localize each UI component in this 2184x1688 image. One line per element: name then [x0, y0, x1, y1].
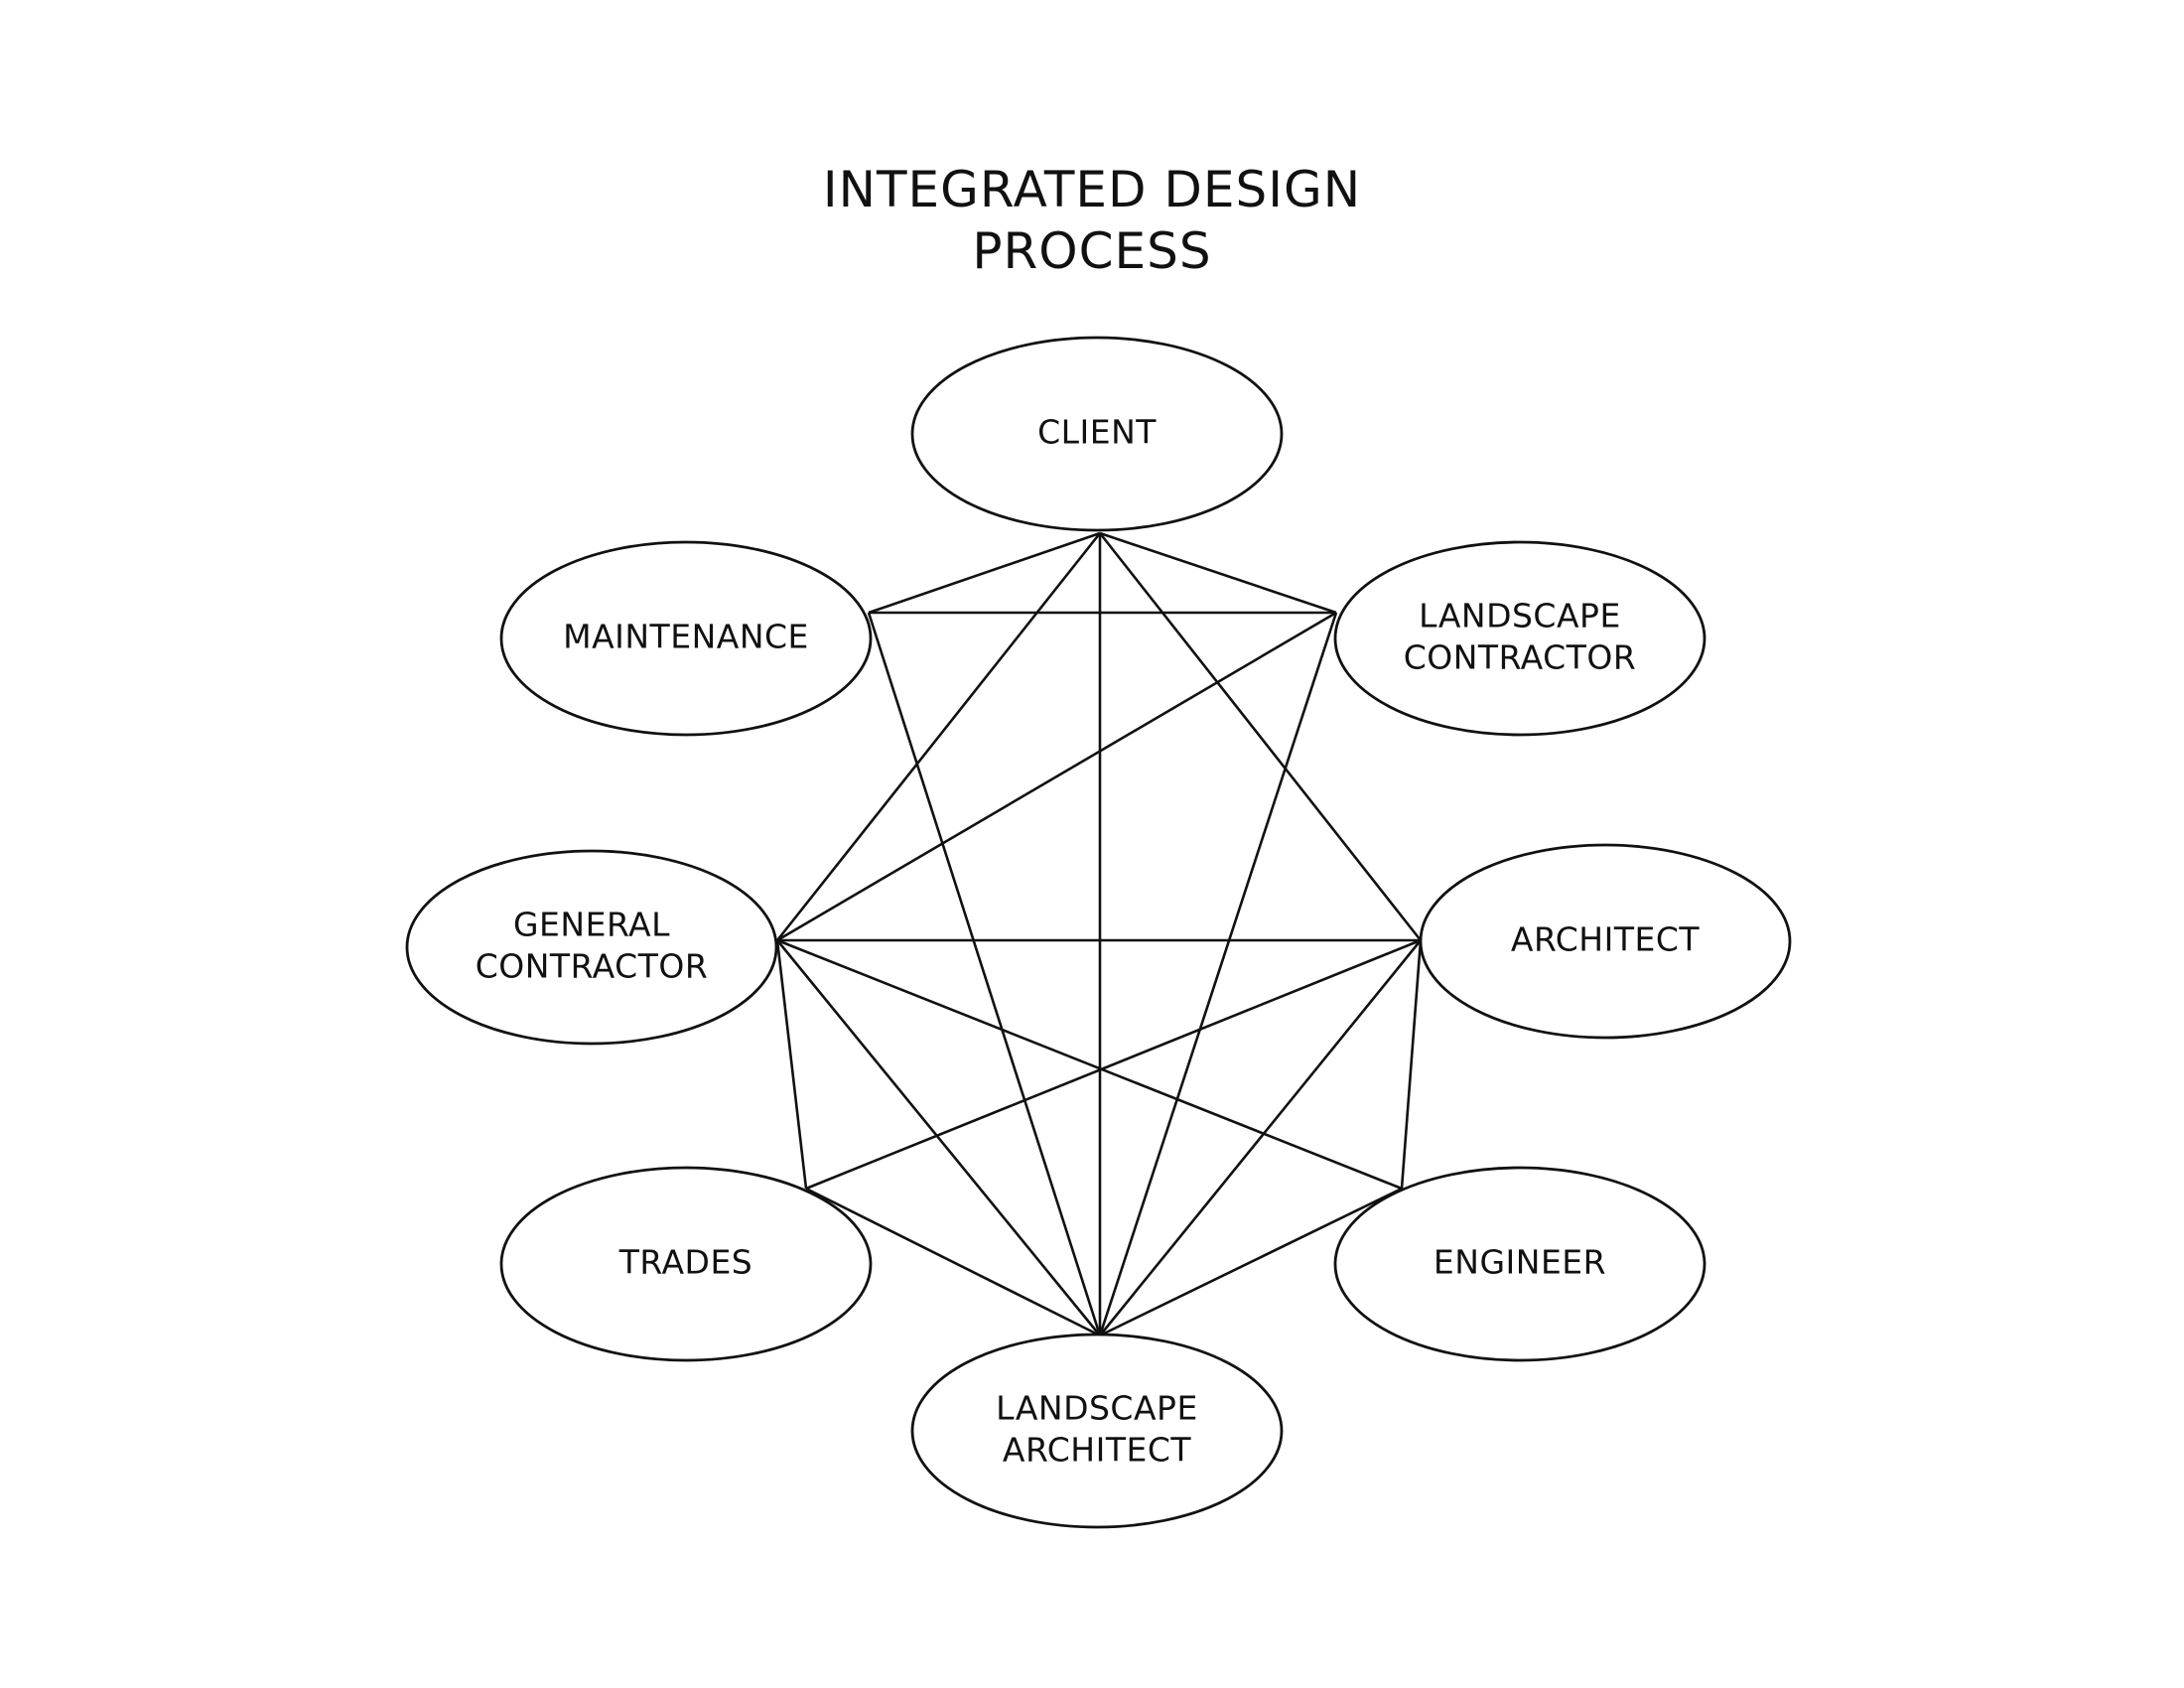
- node-label-maintenance-line-1: MAINTENANCE: [563, 618, 809, 656]
- connection-architect-to-landscape-architect: [1098, 939, 1423, 1336]
- connection-general-contractor-to-landscape-architect: [775, 939, 1102, 1336]
- connection-client-to-general-contractor: [775, 532, 1102, 941]
- connection-landscape-contractor-to-general-contractor: [776, 611, 1337, 942]
- node-label-architect-line-1: ARCHITECT: [1511, 920, 1700, 959]
- node-label-landscape-architect-line-2: ARCHITECT: [1003, 1431, 1191, 1470]
- node-label-general-contractor-line-2: CONTRACTOR: [476, 947, 709, 986]
- node-label-landscape-contractor-line-1: LANDSCAPE: [1419, 597, 1621, 635]
- node-ellipse-landscape-architect: [910, 1333, 1284, 1529]
- node-label-engineer-line-1: ENGINEER: [1433, 1243, 1606, 1282]
- node-label-landscape-architect-line-1: LANDSCAPE: [996, 1389, 1198, 1428]
- connection-architect-to-engineer: [1400, 939, 1423, 1190]
- node-label-landscape-contractor-line-2: CONTRACTOR: [1404, 638, 1637, 677]
- connection-engineer-to-landscape-architect: [1099, 1187, 1403, 1337]
- node-trades: TRADES: [499, 1166, 873, 1362]
- connections-layer: [775, 531, 1423, 1337]
- node-ellipse-engineer: [1333, 1166, 1706, 1362]
- connection-client-to-architect: [1098, 532, 1423, 941]
- connection-landscape-contractor-to-landscape-architect: [1098, 612, 1338, 1336]
- connection-trades-to-landscape-architect: [805, 1187, 1101, 1337]
- node-ellipse-general-contractor: [405, 849, 778, 1046]
- node-label-client-line-1: CLIENT: [1037, 413, 1157, 452]
- connection-architect-to-trades: [805, 938, 1422, 1191]
- connection-general-contractor-to-engineer: [776, 938, 1403, 1191]
- node-engineer: ENGINEER: [1333, 1166, 1706, 1362]
- node-ellipse-maintenance: [499, 540, 873, 737]
- node-ellipse-client: [910, 336, 1284, 532]
- node-label-general-contractor-line-1: GENERAL: [513, 906, 670, 944]
- node-client: CLIENT: [910, 336, 1284, 532]
- diagram-title: INTEGRATED DESIGN PROCESS: [0, 159, 2184, 282]
- node-label-trades-line-1: TRADES: [618, 1243, 753, 1282]
- node-maintenance: MAINTENANCE: [499, 540, 873, 737]
- connection-client-to-maintenance: [868, 531, 1101, 615]
- connection-general-contractor-to-trades: [775, 939, 808, 1190]
- title-line-2: PROCESS: [972, 222, 1212, 280]
- node-architect: ARCHITECT: [1419, 843, 1792, 1040]
- title-line-1: INTEGRATED DESIGN: [822, 161, 1362, 218]
- nodes-layer: CLIENTMAINTENANCELANDSCAPECONTRACTORGENE…: [405, 336, 1792, 1529]
- node-ellipse-landscape-contractor: [1333, 540, 1706, 737]
- connection-client-to-landscape-contractor: [1099, 531, 1337, 615]
- connection-maintenance-to-landscape-architect: [867, 612, 1102, 1336]
- node-ellipse-trades: [499, 1166, 873, 1362]
- node-ellipse-architect: [1419, 843, 1792, 1040]
